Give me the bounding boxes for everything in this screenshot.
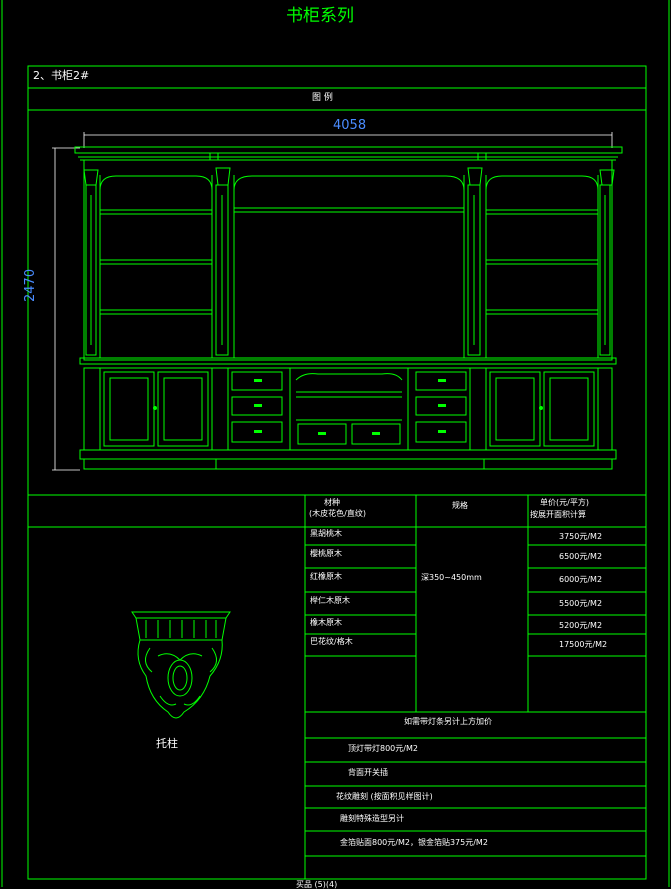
note-item: 雕刻特殊造型另计 <box>340 814 404 823</box>
bookcase-elevation <box>74 146 623 470</box>
drawing-label: 图 例 <box>312 93 333 103</box>
price-item: 6000元/M2 <box>559 575 603 584</box>
note-item: 背面开关插 <box>348 768 388 777</box>
price-item: 5200元/M2 <box>559 621 603 630</box>
price-item: 5500元/M2 <box>559 599 603 608</box>
note-item: 顶灯带灯800元/M2 <box>348 744 418 753</box>
material-item: 黑胡桃木 <box>310 529 342 538</box>
section-label: 2、书柜2# <box>33 69 90 82</box>
table-header-spec: 规格 <box>452 501 468 510</box>
table-header-material: 材种 <box>324 498 340 507</box>
spec-value: 深350~450mm <box>421 573 482 582</box>
price-item: 17500元/M2 <box>559 640 608 649</box>
material-item: 橡木原木 <box>310 618 342 627</box>
price-item: 6500元/M2 <box>559 552 603 561</box>
table-header-price-sub: 按展开面积计算 <box>530 510 586 519</box>
bottom-text: 买品 (5)(4) <box>296 880 338 889</box>
note-item: 花纹雕刻 (按面积见样图计) <box>336 792 433 801</box>
material-item: 榉仁木原木 <box>310 596 350 605</box>
dimension-width: 4058 <box>333 118 367 133</box>
dimension-height: 2470 <box>23 268 38 302</box>
page-title: 书柜系列 <box>286 6 354 26</box>
material-item: 巴花纹/格木 <box>310 637 353 646</box>
corbel-drawing <box>131 611 231 719</box>
table-header-price: 单价(元/平方) <box>540 498 589 507</box>
material-item: 红橡原木 <box>310 572 342 581</box>
note-item: 金箔贴面800元/M2，银金箔贴375元/M2 <box>340 838 488 847</box>
table-header-material-sub: (木皮花色/直纹) <box>309 509 366 518</box>
corbel-label: 托柱 <box>156 737 178 750</box>
note-item: 如需带灯条另计上方加价 <box>404 717 492 726</box>
material-item: 樱桃原木 <box>310 549 342 558</box>
price-item: 3750元/M2 <box>559 532 603 541</box>
